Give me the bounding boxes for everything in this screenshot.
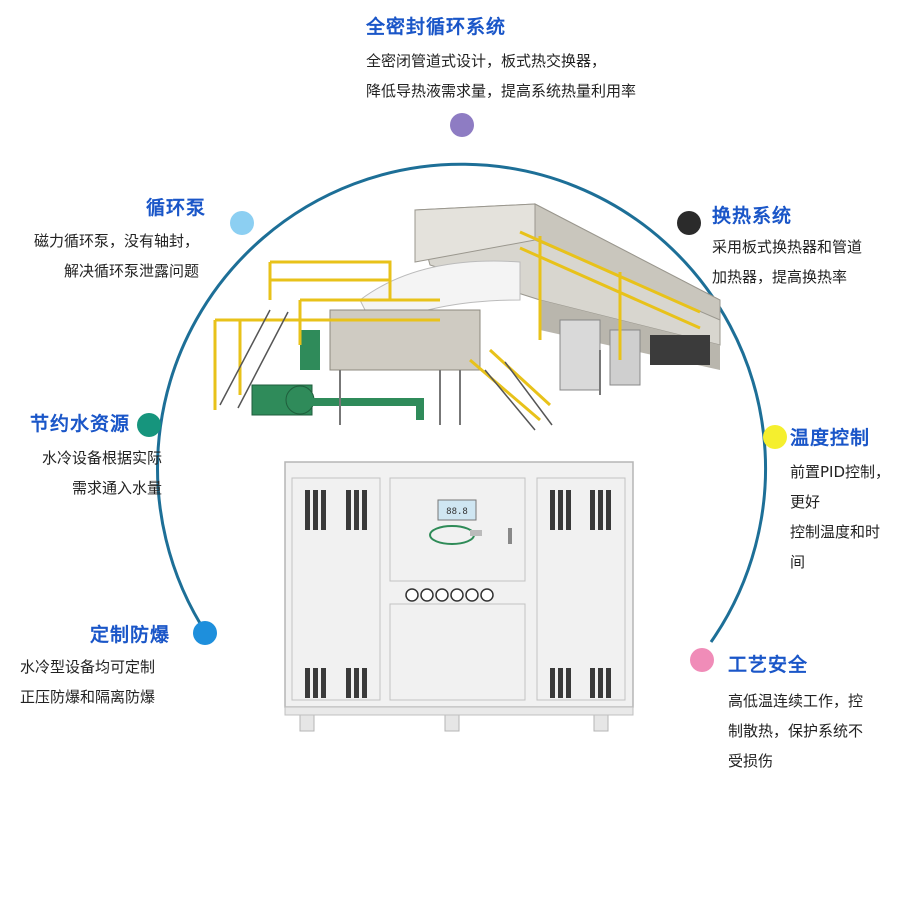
- safety-title: 工艺安全: [728, 654, 809, 676]
- temp-title: 温度控制: [790, 427, 871, 449]
- custom-desc: 水冷型设备均可定制 正压防爆和隔离防爆: [20, 652, 155, 712]
- temp-desc-line: 间: [790, 553, 806, 571]
- sealed-desc-line: 降低导热液需求量，提高系统热量利用率: [366, 82, 637, 100]
- sealed-dot: [450, 113, 474, 137]
- safety-desc-line: 受损伤: [728, 752, 774, 770]
- heat-desc-line: 加热器，提高换热率: [712, 268, 848, 286]
- pump-desc: 磁力循环泵，没有轴封， 解决循环泵泄露问题: [34, 226, 199, 286]
- temp-desc-line: 前置PID控制，: [790, 463, 891, 481]
- water-title: 节约水资源: [30, 413, 131, 435]
- water-desc-line: 水冷设备根据实际: [41, 449, 162, 467]
- custom-dot: [193, 621, 217, 645]
- temp-desc: 前置PID控制， 更好 控制温度和时 间: [790, 457, 890, 577]
- heat-dot: [677, 211, 701, 235]
- custom-title: 定制防爆: [90, 624, 171, 646]
- pump-title: 循环泵: [146, 197, 207, 219]
- heat-desc-line: 采用板式换热器和管道: [712, 238, 863, 256]
- water-dot: [137, 413, 161, 437]
- custom-desc-line: 水冷型设备均可定制: [20, 658, 156, 676]
- pump-desc-line: 解决循环泵泄露问题: [63, 262, 199, 280]
- safety-desc-line: 制散热，保护系统不: [728, 722, 864, 740]
- temp-desc-line: 更好: [790, 493, 821, 511]
- sealed-desc-line: 全密闭管道式设计，板式热交换器，: [366, 52, 607, 70]
- pump-dot: [230, 211, 254, 235]
- sealed-title: 全密封循环系统: [366, 16, 507, 38]
- controller-display: 88.8: [446, 507, 468, 517]
- safety-desc-line: 高低温连续工作，控: [728, 692, 864, 710]
- heat-title: 换热系统: [712, 205, 793, 227]
- water-desc: 水冷设备根据实际 需求通入水量: [42, 443, 162, 503]
- safety-desc: 高低温连续工作，控 制散热，保护系统不 受损伤: [728, 686, 863, 776]
- coating-machine-image: [213, 203, 721, 431]
- heat-desc: 采用板式换热器和管道 加热器，提高换热率: [712, 232, 862, 292]
- safety-dot: [690, 648, 714, 672]
- pump-desc-line: 磁力循环泵，没有轴封，: [33, 232, 199, 250]
- custom-desc-line: 正压防爆和隔离防爆: [20, 688, 156, 706]
- temp-desc-line: 控制温度和时: [790, 523, 881, 541]
- connecting-arc: [156, 162, 768, 643]
- temp-dot: [763, 425, 787, 449]
- water-desc-line: 需求通入水量: [71, 479, 162, 497]
- chiller-unit-image: 88.8: [284, 461, 634, 732]
- sealed-desc: 全密闭管道式设计，板式热交换器， 降低导热液需求量，提高系统热量利用率: [366, 46, 636, 106]
